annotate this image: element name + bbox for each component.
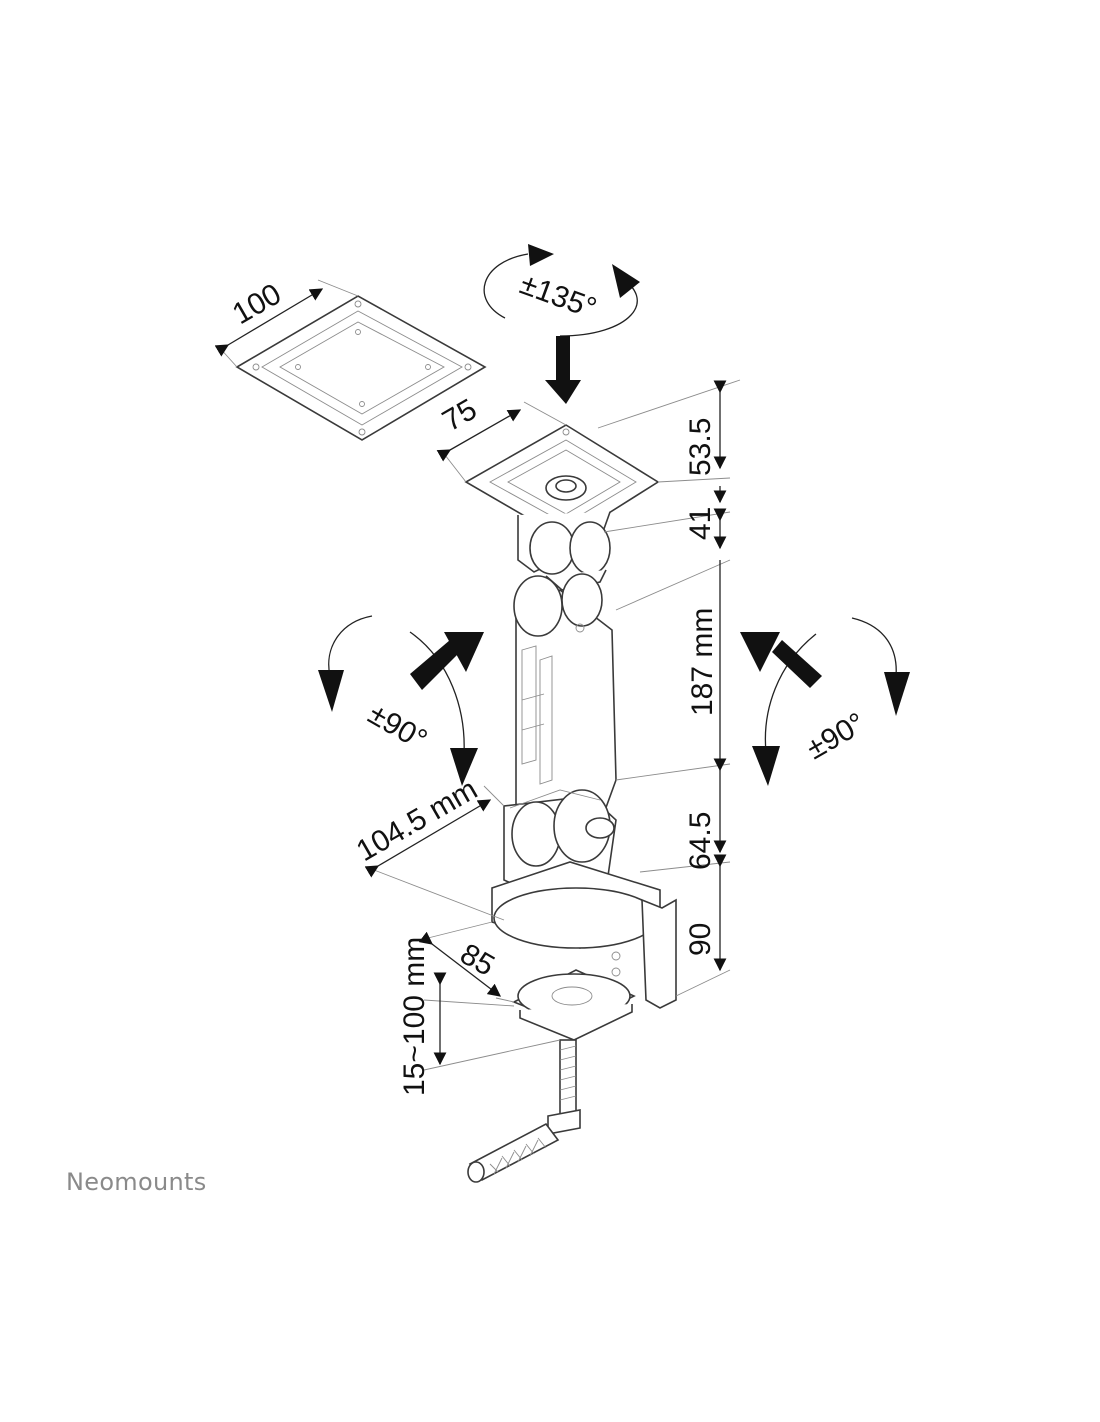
label-187: 187 mm [686,608,719,716]
rotation-arrows [483,244,640,337]
label-85: 85 [455,937,500,982]
brand-logo: Neomounts [66,1168,207,1196]
dimension-75 [436,401,567,483]
label-90: 90 [684,923,717,956]
label-desk-range: 15~100 mm [398,937,431,1096]
label-100: 100 [227,277,287,331]
dimension-desk-range [423,972,561,1071]
clamp-handle [467,1122,560,1183]
left-tilt-arrows [318,615,484,786]
clamp-screw [547,1039,581,1135]
label-tilt-left: ±90° [363,697,433,757]
label-75: 75 [437,393,482,438]
dimension-100 [214,279,359,368]
label-104-5: 104.5 mm [351,773,483,868]
label-rotate: ±135° [516,268,601,326]
down-arrow-icon [545,336,581,404]
label-53-5: 53.5 [684,418,717,476]
vertical-dimensions [597,379,741,997]
dimension-104-5 [364,785,505,921]
clamp-base [491,861,677,1041]
right-tilt-arrows [740,617,910,786]
label-41: 41 [684,507,717,540]
label-tilt-right: ±90° [801,707,871,767]
label-64-5: 64.5 [684,812,717,870]
dimension-85 [418,921,515,1003]
